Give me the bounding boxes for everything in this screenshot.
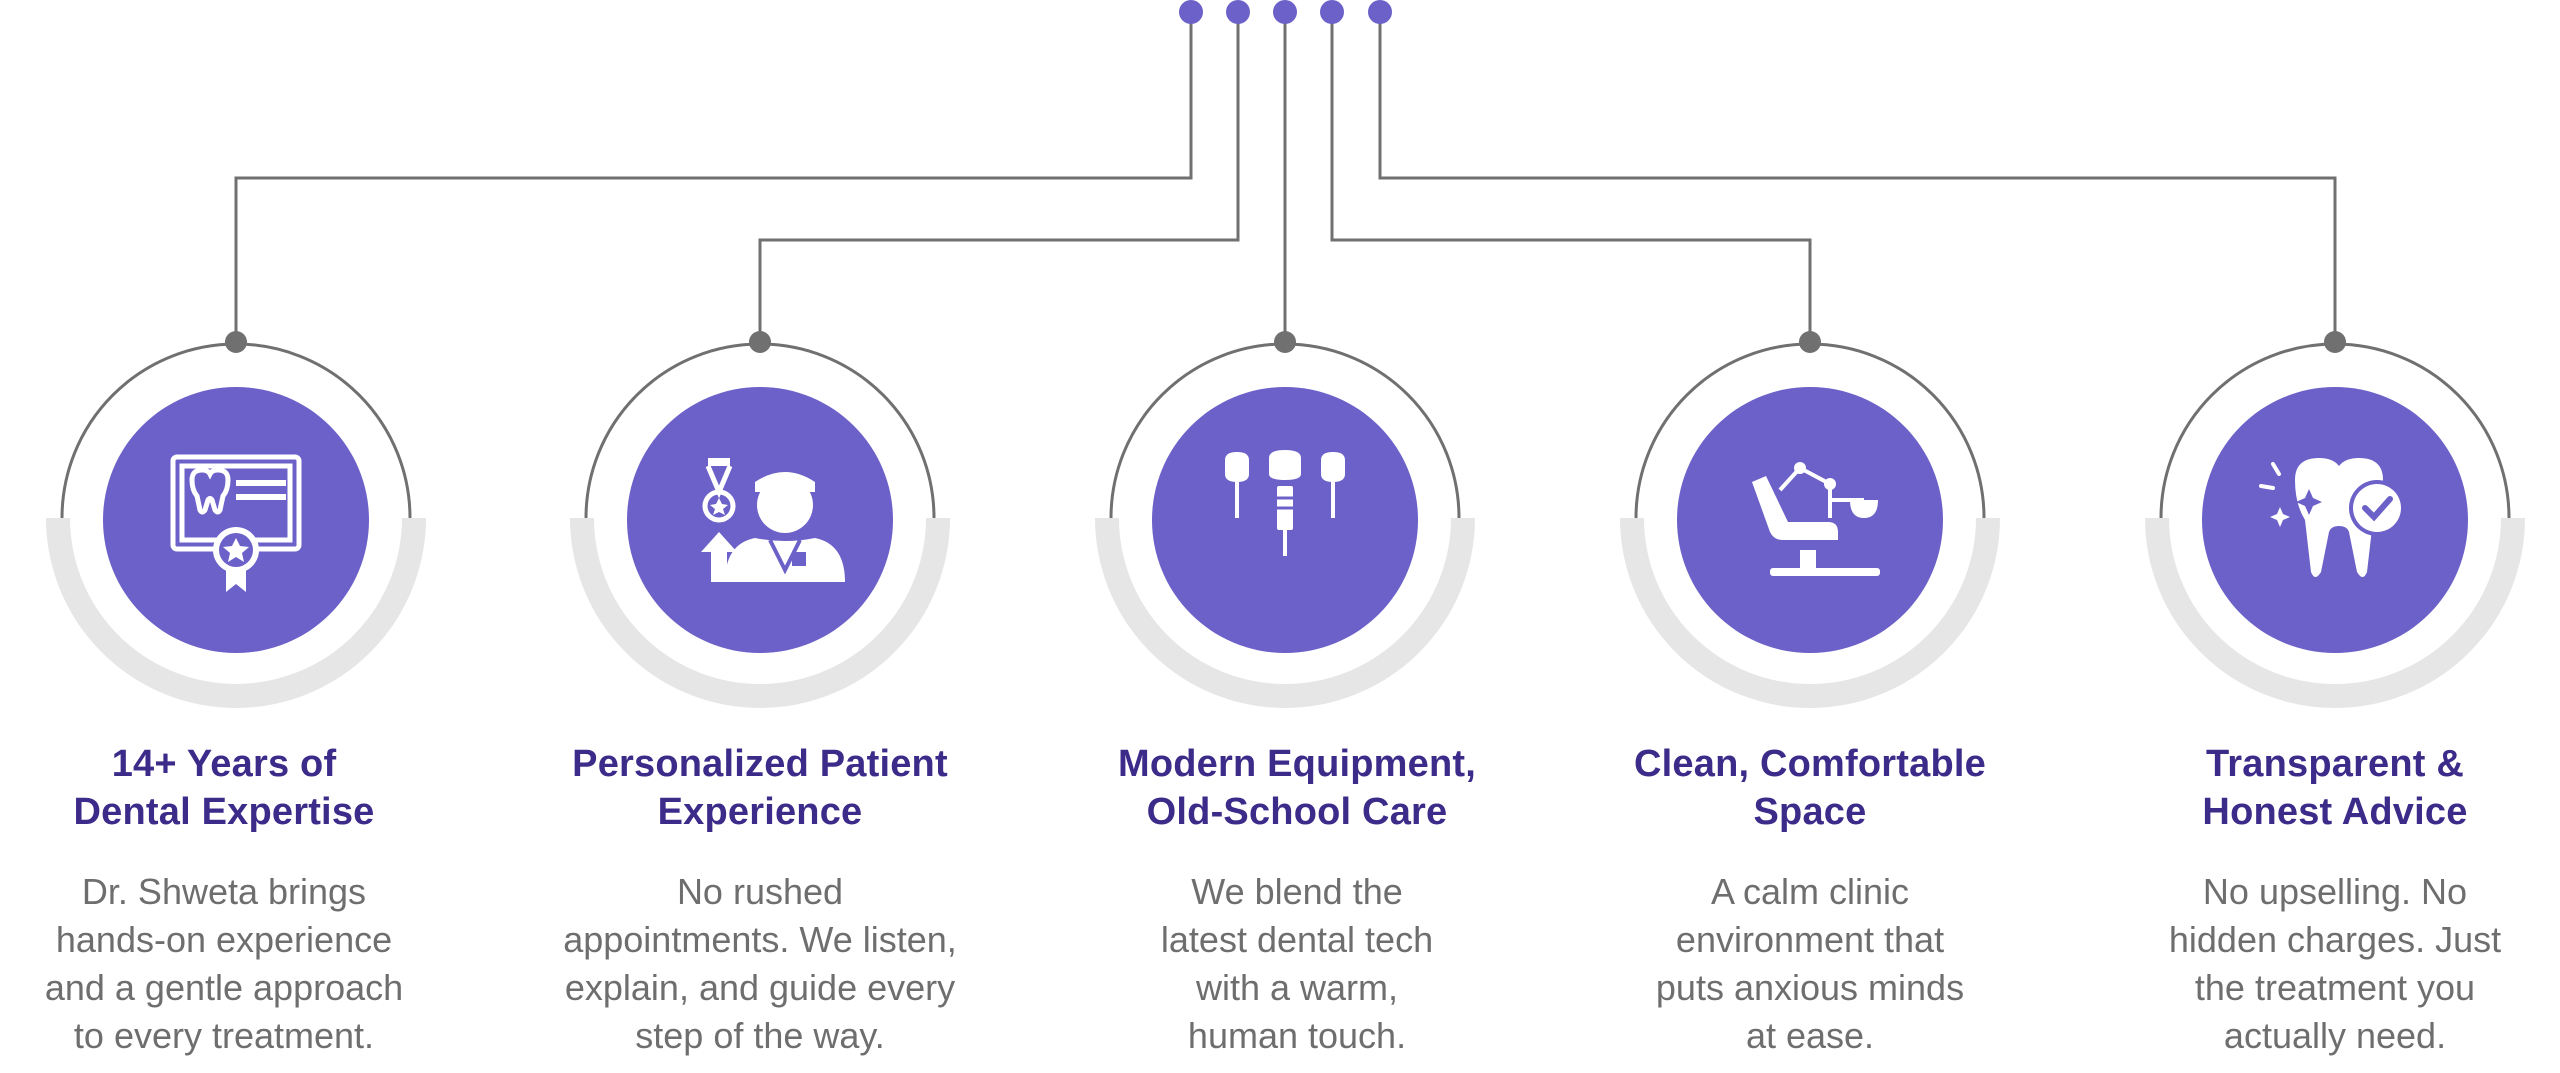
feature-description: Dr. Shweta brings hands-on experience an… — [44, 871, 404, 1056]
connector-line — [1378, 12, 2337, 342]
ring-shadow-arc — [46, 517, 426, 708]
feature-badge-4 — [1670, 380, 1950, 660]
connector-line — [1330, 12, 1812, 342]
top-node-dot — [1226, 0, 1250, 24]
feature-title: Personalized Patient Experience — [572, 743, 948, 833]
ring-node-dot — [1274, 331, 1296, 353]
ring-shadow-arc — [1620, 517, 2000, 708]
feature-title: Modern Equipment, Old-School Care — [1117, 743, 1477, 833]
top-node-dot — [1368, 0, 1392, 24]
ring-node-dot — [749, 331, 771, 353]
top-node-dot — [1273, 0, 1297, 24]
ring-shadow-arc — [1095, 517, 1475, 708]
feature-description: No rushed appointments. We listen, expla… — [563, 871, 957, 1056]
feature-1: 14+ Years of Dental Expertise Dr. Shweta… — [4, 740, 444, 1060]
ring-shadow-arc — [2145, 517, 2525, 708]
top-node-dot — [1179, 0, 1203, 24]
ring-node-dot — [2324, 331, 2346, 353]
certificate-icon — [103, 387, 369, 653]
feature-title: Clean, Comfortable Space — [1634, 743, 1986, 833]
ring-node-dot — [225, 331, 247, 353]
top-node-dot — [1320, 0, 1344, 24]
feature-badge-5 — [2195, 380, 2475, 660]
feature-description: A calm clinic environment that puts anxi… — [1655, 871, 1965, 1056]
feature-title: 14+ Years of Dental Expertise — [73, 743, 375, 833]
feature-4: Clean, Comfortable Space A calm clinic e… — [1590, 740, 2030, 1060]
feature-3: Modern Equipment, Old-School Care We ble… — [1077, 740, 1517, 1060]
tooth-check-icon — [2202, 387, 2468, 653]
connector-line — [234, 12, 1193, 342]
feature-description: We blend the latest dental tech with a w… — [1160, 871, 1434, 1056]
feature-description: No upselling. No hidden charges. Just th… — [2168, 871, 2502, 1056]
feature-2: Personalized Patient Experience No rushe… — [540, 740, 980, 1060]
dental-tools-icon — [1152, 387, 1418, 653]
connector-line — [758, 12, 1240, 342]
feature-title: Transparent & Honest Advice — [2202, 743, 2468, 833]
dental-chair-icon — [1677, 387, 1943, 653]
ring-node-dot — [1799, 331, 1821, 353]
dentist-award-icon — [627, 387, 893, 653]
feature-badge-3 — [1145, 380, 1425, 660]
feature-5: Transparent & Honest Advice No upselling… — [2115, 740, 2555, 1060]
ring-shadow-arc — [570, 517, 950, 708]
feature-badge-1 — [96, 380, 376, 660]
feature-badge-2 — [620, 380, 900, 660]
